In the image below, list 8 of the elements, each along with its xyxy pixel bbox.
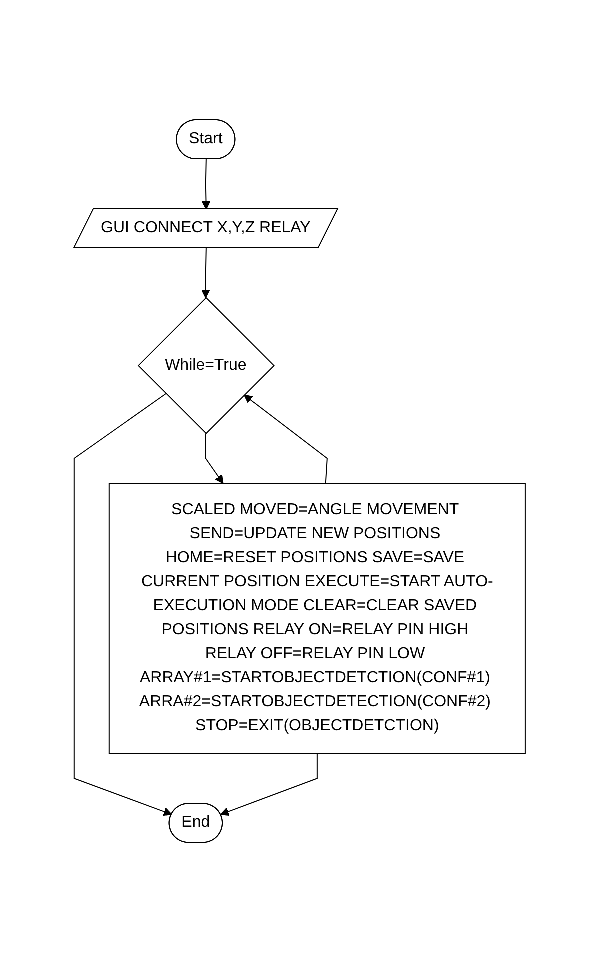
arrow (244, 394, 328, 484)
node-diamond: While=True (138, 297, 275, 435)
arrow (205, 433, 224, 484)
arrow (202, 159, 210, 210)
arrow (220, 753, 318, 816)
arrow (201, 248, 210, 299)
node-box: SCALED MOVED=ANGLE MOVEMENT SEND=UPDATE NEW POSITIONS HOME=RESET POSITIONS SAVE=SAVE CURRENT POSITION EXECUTE=START AUTO-EXECUTION MODE CLEAR=CLEAR SAVED POSITIONS RELAY ON=RELAY PIN HIGH RELAY OFF=RELAY PIN LOW ARRAY#1=STARTOBJECTDETCTION(CONF#1) ARRA#2=STARTOBJECTDETECTION(CONF#2) STOP=EXIT(OBJECTDETCTION) (108, 483, 526, 754)
arrow (74, 394, 172, 816)
